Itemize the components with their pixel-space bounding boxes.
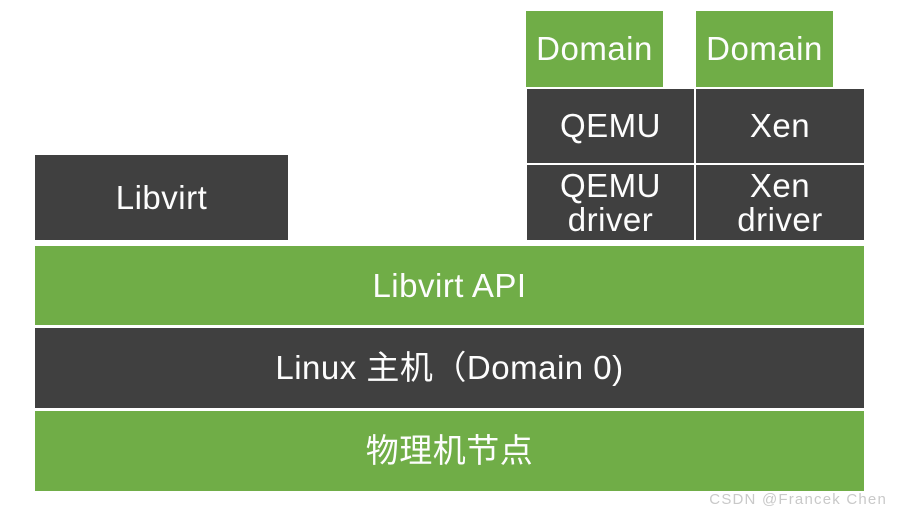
physical-node-bar-label: 物理机节点 [365,432,534,469]
domain-box-left-label: Domain [536,30,653,67]
libvirt-api-bar: Libvirt API [35,246,864,325]
domain-box-right-label: Domain [706,30,823,67]
xen-driver-box-label-line2: driver [737,200,823,238]
libvirt-box: Libvirt [35,155,288,240]
xen-driver-box-label-line1: Xen [749,166,811,204]
linux-host-bar: Linux 主机（Domain 0) [35,328,864,408]
watermark: CSDN @Francek Chen [709,491,887,508]
domain-box-left: Domain [526,11,663,87]
xen-box: Xen [696,89,864,163]
qemu-driver-box: QEMU driver [527,165,694,240]
xen-driver-box: Xen driver [696,165,864,240]
physical-node-bar: 物理机节点 [35,411,864,491]
linux-host-bar-label: Linux 主机（Domain 0) [275,349,624,386]
libvirt-api-bar-label: Libvirt API [372,266,527,304]
domain-box-right: Domain [696,11,833,87]
qemu-box-label: QEMU [560,107,661,144]
qemu-box: QEMU [527,89,694,163]
libvirt-box-label: Libvirt [115,178,208,216]
qemu-driver-box-label-line1: QEMU [560,166,661,204]
qemu-driver-box-label-line2: driver [567,200,654,238]
xen-box-label: Xen [749,107,811,144]
